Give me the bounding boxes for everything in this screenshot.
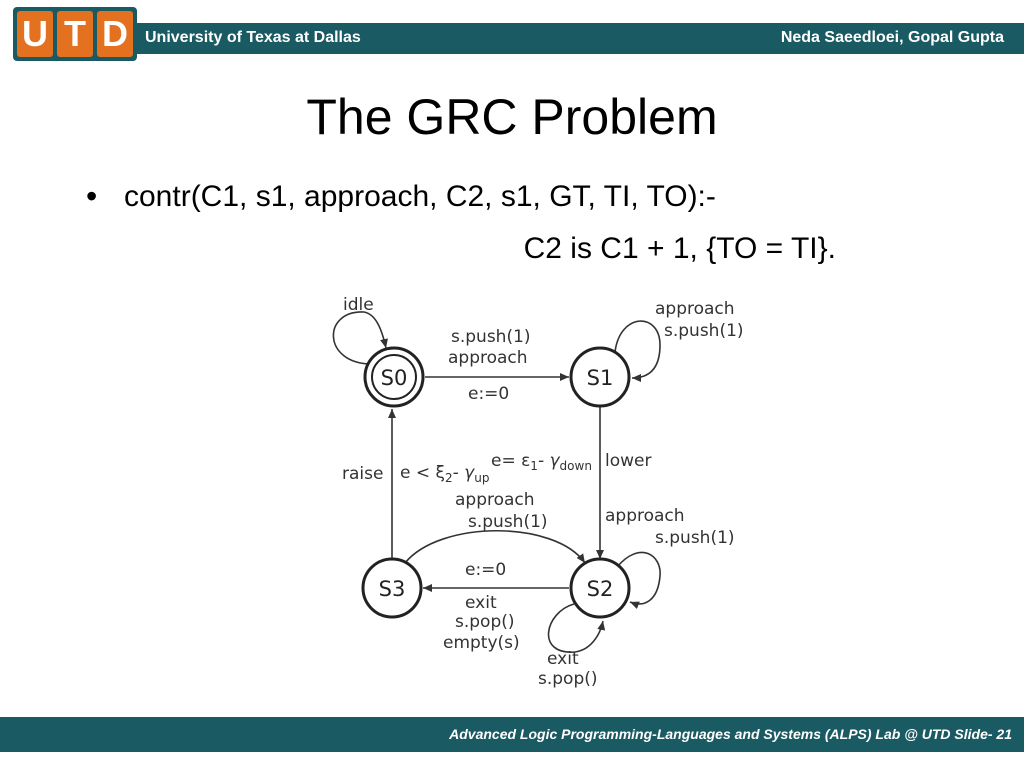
edge-s1-loop xyxy=(614,320,661,382)
state-s3-label: S3 xyxy=(379,577,406,601)
footer-text: Advanced Logic Programming-Languages and… xyxy=(449,726,1012,742)
label-lower: lower xyxy=(605,451,651,471)
label-s3-s0-guard: e < ξ2- γup xyxy=(400,463,489,485)
label-s0-s1-push: s.push(1) xyxy=(451,327,531,347)
state-s2: S2 xyxy=(569,557,631,619)
state-s0-label: S0 xyxy=(381,366,408,390)
state-s3: S3 xyxy=(361,557,423,619)
author-names: Neda Saeedloei, Gopal Gupta xyxy=(780,29,1004,46)
state-s0: S0 xyxy=(363,346,425,408)
label-s2-s3-exit: exit xyxy=(465,593,497,613)
institution-name: University of Texas at Dallas xyxy=(145,29,361,46)
label-s2-exit-loop-exit: exit xyxy=(547,649,579,669)
label-s1-s2-guard: e= ε1- γdown xyxy=(491,451,592,473)
label-s2-s3-pop: s.pop() xyxy=(455,612,515,632)
label-s2-s3-reset: e:=0 xyxy=(465,560,506,580)
header-bar: University of Texas at Dallas Neda Saeed… xyxy=(137,23,1024,54)
label-s2-loop-approach: approach xyxy=(605,506,685,526)
state-s2-label: S2 xyxy=(587,577,614,601)
state-s1-label: S1 xyxy=(587,366,614,390)
label-s2-exit-loop-pop: s.pop() xyxy=(538,669,598,689)
bullet-text-line1: contr(C1, s1, approach, C2, s1, GT, TI, … xyxy=(124,180,716,213)
logo-letter-u: U xyxy=(17,11,53,57)
slide-title: The GRC Problem xyxy=(306,89,718,145)
logo-letter-t: T xyxy=(57,11,93,57)
label-s0-s1-reset: e:=0 xyxy=(468,384,509,404)
edge-s3-s2 xyxy=(404,530,586,564)
label-idle: idle xyxy=(343,295,374,315)
label-s2-loop-push: s.push(1) xyxy=(655,528,735,548)
label-s3-s2-approach: approach xyxy=(455,490,535,510)
label-s1-loop-approach: approach xyxy=(655,299,735,319)
label-raise: raise xyxy=(342,464,383,484)
bullet-text-line2: C2 is C1 + 1, {TO = TI}. xyxy=(523,232,836,265)
logo-letter-d: D xyxy=(97,11,133,57)
label-s1-loop-push: s.push(1) xyxy=(664,321,744,341)
state-s1: S1 xyxy=(569,346,631,408)
edge-s0-loop xyxy=(332,311,388,365)
label-s0-s1-approach: approach xyxy=(448,348,528,368)
label-s2-s3-empty: empty(s) xyxy=(443,633,520,653)
utd-logo: U T D xyxy=(13,7,137,61)
bullet-marker: • xyxy=(86,178,98,214)
edge-s2-exit-loop xyxy=(547,603,606,653)
label-s3-s2-push: s.push(1) xyxy=(468,512,548,532)
edge-s2-loop xyxy=(616,551,661,610)
footer-bar: Advanced Logic Programming-Languages and… xyxy=(0,717,1024,752)
